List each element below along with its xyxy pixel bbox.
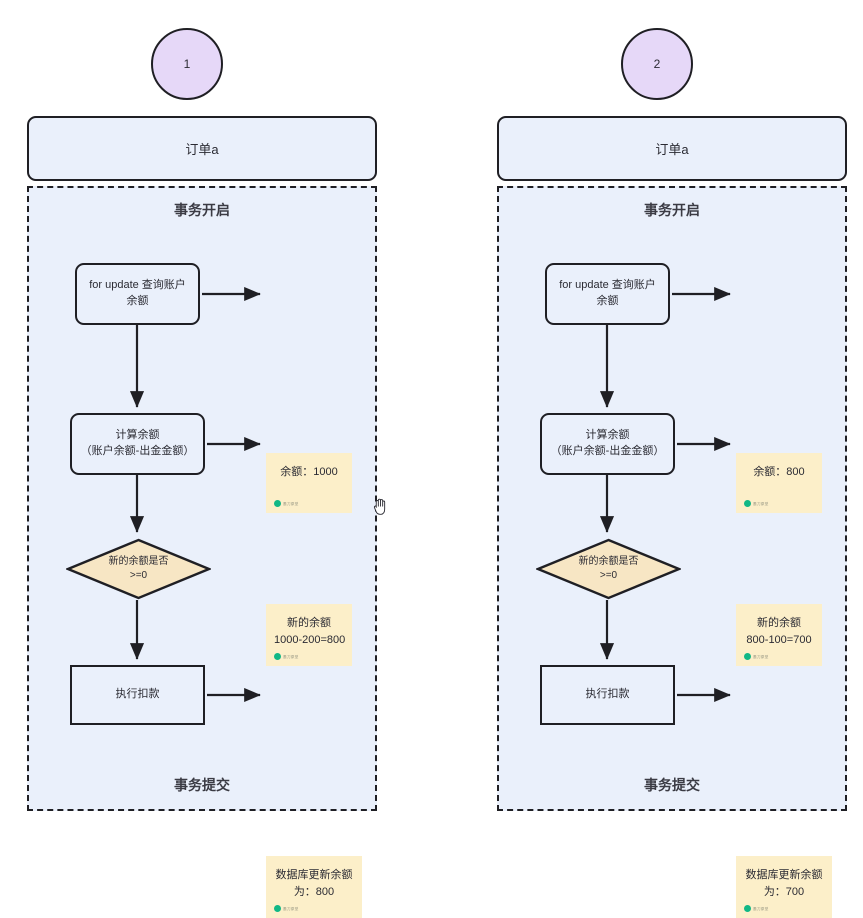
transaction-container-2[interactable]: 事务开启 事务提交 for update 查询账户 余额 — [497, 186, 847, 918]
start-node-1[interactable]: 1 — [151, 28, 223, 100]
sticky-note-newbalance-2[interactable]: 新的余额 800-100=700 墨刀原型 — [736, 604, 822, 666]
node-line-1: 计算余额 — [115, 429, 160, 442]
sticky-note-balance-2[interactable]: 余额：800 墨刀原型 — [736, 453, 822, 513]
start-node-label: 1 — [183, 57, 191, 71]
start-node-2[interactable]: 2 — [621, 28, 693, 100]
decision-node-label: 新的余额是否 >=0 — [66, 538, 211, 600]
sticky-note-balance-1[interactable]: 余额：1000 墨刀原型 — [266, 453, 352, 513]
process-node-query-2[interactable]: for update 查询账户 余额 — [545, 263, 670, 325]
transaction-commit-label: 事务提交 — [174, 777, 230, 793]
badge-dot-icon — [744, 500, 751, 507]
note-line-2: 1000-200=800 — [274, 633, 346, 646]
badge-text: 墨刀原型 — [753, 653, 769, 659]
note-watermark-badge: 墨刀原型 — [744, 905, 770, 912]
note-watermark-badge: 墨刀原型 — [744, 500, 770, 507]
transaction-container-1[interactable]: 事务开启 事务提交 — [27, 186, 377, 918]
note-line-2: 为：800 — [293, 885, 335, 898]
node-line-1: 计算余额 — [585, 429, 630, 442]
process-node-deduct-1[interactable]: 执行扣款 — [70, 665, 205, 725]
badge-text: 墨刀原型 — [753, 500, 769, 506]
start-node-label: 2 — [653, 57, 661, 71]
order-header-1[interactable]: 订单a — [27, 116, 377, 181]
badge-text: 墨刀原型 — [753, 905, 769, 911]
transaction-begin-label: 事务开启 — [644, 202, 700, 218]
process-node-deduct-2[interactable]: 执行扣款 — [540, 665, 675, 725]
sticky-note-dbupdate-2[interactable]: 数据库更新余额 为：700 墨刀原型 — [736, 856, 832, 918]
node-line-2: 余额 — [596, 295, 619, 307]
note-line-1: 新的余额 — [287, 617, 331, 629]
node-line-2: 余额 — [126, 295, 149, 307]
node-line-2: （账户余额-出金金额） — [550, 445, 665, 457]
diamond-shape — [536, 538, 681, 600]
note-line-1: 新的余额 — [757, 617, 801, 629]
node-line-1: for update 查询账户 — [559, 279, 656, 292]
note-line-1: 数据库更新余额 — [275, 869, 353, 881]
node-line-2: （账户余额-出金金额） — [80, 445, 195, 457]
note-line-2: 为：700 — [763, 885, 805, 898]
process-node-calc-2[interactable]: 计算余额 （账户余额-出金金额） — [540, 413, 675, 475]
note-watermark-badge: 墨刀原型 — [274, 653, 300, 660]
process-node-calc-1[interactable]: 计算余额 （账户余额-出金金额） — [70, 413, 205, 475]
diagram-canvas: 1 订单a 事务开启 事务提交 — [22, 0, 852, 918]
decision-line-2: >=0 — [129, 570, 148, 581]
badge-dot-icon — [274, 905, 281, 912]
transaction-lane-2: 2 订单a 事务开启 事务提交 for up — [492, 0, 852, 918]
order-header-label: 订单a — [185, 142, 219, 157]
note-line-1: 余额：1000 — [280, 466, 338, 478]
transaction-lane-1: 1 订单a 事务开启 事务提交 — [22, 0, 382, 918]
decision-line-2: >=0 — [599, 570, 618, 581]
badge-dot-icon — [274, 653, 281, 660]
note-watermark-badge: 墨刀原型 — [274, 500, 300, 507]
badge-dot-icon — [744, 905, 751, 912]
diamond-shape — [66, 538, 211, 600]
process-node-query-1[interactable]: for update 查询账户 余额 — [75, 263, 200, 325]
sticky-note-dbupdate-1[interactable]: 数据库更新余额 为：800 墨刀原型 — [266, 856, 362, 918]
note-line-1: 数据库更新余额 — [745, 869, 823, 881]
node-line-1: 执行扣款 — [585, 688, 630, 701]
badge-dot-icon — [274, 500, 281, 507]
decision-node-check-2[interactable]: 新的余额是否 >=0 — [536, 538, 681, 600]
note-line-2: 800-100=700 — [746, 633, 812, 646]
decision-node-label: 新的余额是否 >=0 — [536, 538, 681, 600]
note-watermark-badge: 墨刀原型 — [744, 653, 770, 660]
note-line-1: 余额：800 — [753, 466, 805, 478]
order-header-label: 订单a — [655, 142, 689, 157]
badge-text: 墨刀原型 — [283, 500, 299, 506]
badge-text: 墨刀原型 — [283, 905, 299, 911]
transaction-begin-label: 事务开启 — [174, 202, 230, 218]
transaction-commit-label: 事务提交 — [644, 777, 700, 793]
badge-text: 墨刀原型 — [283, 653, 299, 659]
node-line-1: for update 查询账户 — [89, 279, 186, 292]
sticky-note-newbalance-1[interactable]: 新的余额 1000-200=800 墨刀原型 — [266, 604, 352, 666]
badge-dot-icon — [744, 653, 751, 660]
decision-node-check-1[interactable]: 新的余额是否 >=0 — [66, 538, 211, 600]
note-watermark-badge: 墨刀原型 — [274, 905, 300, 912]
decision-line-1: 新的余额是否 — [108, 556, 169, 567]
order-header-2[interactable]: 订单a — [497, 116, 847, 181]
decision-line-1: 新的余额是否 — [578, 556, 639, 567]
node-line-1: 执行扣款 — [115, 688, 160, 701]
